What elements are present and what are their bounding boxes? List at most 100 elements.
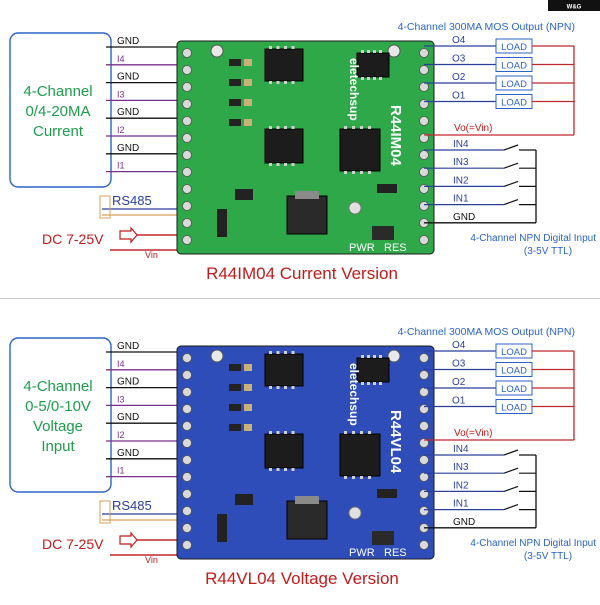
res-silkscreen: RES — [384, 242, 407, 254]
pcb-ic-pin — [291, 468, 295, 471]
pcb-mount-hole — [348, 201, 362, 215]
pcb-ic-pin — [373, 50, 376, 53]
vo-label: Vo(=Vin) — [454, 428, 492, 439]
pcb-regulator — [286, 500, 328, 540]
pcb-ic-pin — [276, 126, 280, 129]
pcb-ic-pin — [361, 77, 364, 80]
pcb-ic-pin — [284, 46, 287, 49]
pcb-brand-silkscreen: eletechsup — [347, 58, 361, 121]
pcb-model-silkscreen: R44VL04 — [387, 410, 404, 474]
digital-input-label: IN2 — [453, 175, 469, 186]
pcb-ic-pin — [269, 468, 272, 471]
pcb-ic-pin — [379, 382, 382, 385]
pcb-pin-right — [419, 455, 429, 465]
pcb-ic-pin — [291, 431, 295, 434]
pcb-ic-chip — [264, 48, 304, 82]
pcb-pin-left — [182, 116, 192, 126]
pcb-ic-pin — [367, 382, 370, 385]
pcb-diode — [217, 514, 227, 542]
pcb-pin-right — [419, 235, 429, 245]
switch-contact-icon — [503, 504, 519, 511]
pcb-pin-left — [182, 455, 192, 465]
pcb-ic-pin — [367, 50, 370, 53]
pcb-ic-pin — [367, 77, 370, 80]
pcb-ic-pin — [276, 468, 280, 471]
pcb-pin-right — [419, 421, 429, 431]
pcb-pin-right — [419, 438, 429, 448]
output-label: O3 — [452, 54, 466, 65]
pcb-pin-right — [419, 133, 429, 143]
pcb-ic-pin — [379, 77, 382, 80]
rs485-bracket — [99, 195, 111, 219]
pcb-ic-pin — [361, 355, 364, 358]
pcb-mount-hole — [348, 506, 362, 520]
pcb-pin-right — [419, 82, 429, 92]
pcb-ic-pin — [276, 386, 280, 389]
pcb-pin-left — [182, 48, 192, 58]
power-arrow-icon — [119, 531, 138, 549]
pcb-smd-part — [244, 424, 252, 431]
pcb-brand-silkscreen: eletechsup — [347, 363, 361, 426]
pcb-smd-part — [244, 59, 252, 66]
load-label: LOAD — [501, 61, 527, 72]
digital-caption-line1: 4-Channel NPN Digital Input — [470, 233, 596, 244]
section-divider — [0, 298, 600, 299]
pcb-ic-pin — [373, 355, 376, 358]
pcb-pin-left — [182, 523, 192, 533]
pcb-pin-left — [182, 421, 192, 431]
pcb-smd-part — [235, 189, 253, 200]
pcb-regulator — [286, 195, 328, 235]
pcb-smd-part — [229, 364, 241, 371]
power-arrow-icon — [119, 226, 138, 244]
pcb-mount-hole — [210, 349, 224, 363]
rs485-label: RS485 — [112, 498, 152, 513]
switch-contact-icon — [503, 199, 519, 206]
pcb-ic-pin — [276, 351, 280, 354]
pcb-pin-right — [419, 116, 429, 126]
pcb-smd-part — [229, 404, 241, 411]
input-label: GND — [117, 72, 139, 83]
pcb-mount-hole — [210, 44, 224, 58]
pcb-pin-left — [182, 472, 192, 482]
pcb-pin-left — [182, 540, 192, 550]
pcb-ic-pin — [352, 171, 355, 174]
input-block-title-line: Current — [33, 123, 84, 140]
switch-contact-icon — [503, 144, 519, 151]
pcb-ic-pin — [269, 81, 272, 84]
pcb-pin-left — [182, 235, 192, 245]
input-label: I3 — [117, 394, 125, 404]
pcb-ic-pin — [276, 46, 280, 49]
pcb-pin-left — [182, 201, 192, 211]
pcb-pin-right — [419, 150, 429, 160]
input-label: I2 — [117, 125, 125, 135]
pcb-ic-pin — [360, 171, 363, 174]
pcb-ic-pin — [360, 126, 363, 129]
pcb-ic-chip — [356, 52, 390, 78]
reset-button-body — [372, 226, 394, 240]
pcb-smd-part — [229, 119, 241, 126]
input-block-title-line: 4-Channel — [23, 378, 92, 395]
switch-contact-icon — [503, 467, 519, 474]
pcb-smd-part — [229, 79, 241, 86]
output-label: O1 — [452, 396, 466, 407]
pcb-pin-right — [419, 387, 429, 397]
outputs-title: 4-Channel 300MA MOS Output (NPN) — [398, 326, 575, 338]
pcb-ic-pin — [373, 382, 376, 385]
pcb-ic-pin — [373, 77, 376, 80]
pcb-pin-right — [419, 506, 429, 516]
pcb-pin-right — [419, 353, 429, 363]
input-label: I4 — [117, 54, 125, 64]
output-label: O2 — [452, 377, 466, 388]
output-label: O4 — [452, 340, 466, 351]
switch-contact-icon — [503, 449, 519, 456]
pcb-ic-pin — [352, 476, 355, 479]
input-label: GND — [117, 448, 139, 459]
version-caption: R44VL04 Voltage Version — [205, 569, 399, 588]
pcb-pin-left — [182, 387, 192, 397]
pcb-pin-left — [182, 489, 192, 499]
pcb-ic-pin — [291, 163, 295, 166]
pcb-ic-chip — [339, 128, 381, 172]
pcb-board — [176, 40, 435, 255]
pwr-silkscreen: PWR — [349, 242, 375, 254]
pcb-ic-pin — [379, 355, 382, 358]
